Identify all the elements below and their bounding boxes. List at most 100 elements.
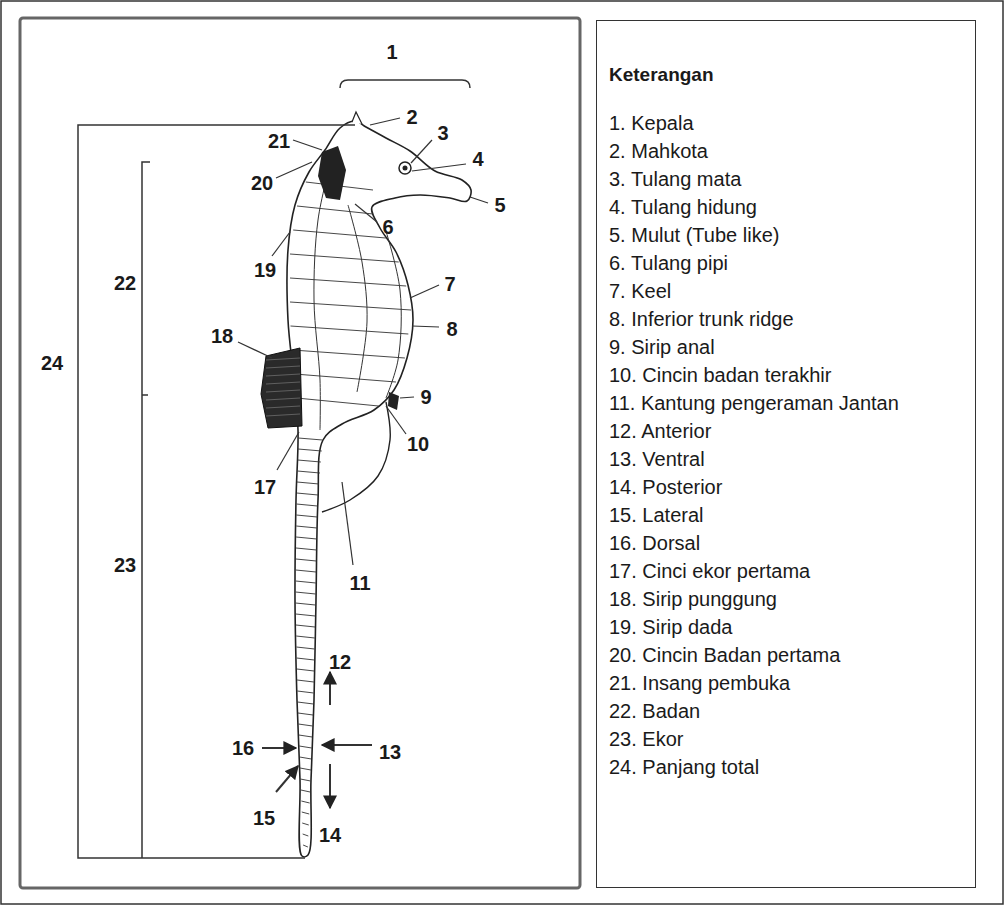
callout-number: 8	[446, 318, 457, 340]
ring-line	[296, 603, 316, 605]
legend-item: 19. Sirip dada	[609, 613, 965, 641]
ring-line	[297, 493, 318, 495]
callout-number: 18	[211, 325, 233, 347]
ring-line	[297, 669, 314, 671]
ring-line	[296, 526, 317, 528]
direction-arrow	[329, 672, 331, 705]
legend-item: 14. Posterior	[609, 473, 965, 501]
leader-line	[410, 285, 439, 298]
leader-line	[277, 432, 299, 470]
legend-panel: Keterangan 1. Kepala2. Mahkota3. Tulang m…	[596, 20, 976, 888]
ring-line	[298, 724, 312, 726]
legend-item: 5. Mulut (Tube like)	[609, 221, 965, 249]
fin-ray	[266, 406, 300, 408]
legend-heading: Keterangan	[609, 61, 965, 89]
legend-item: 8. Inferior trunk ridge	[609, 305, 965, 333]
legend-item: 6. Tulang pipi	[609, 249, 965, 277]
ring-line	[302, 812, 309, 814]
ring-line	[299, 735, 312, 737]
callout-number: 21	[268, 130, 290, 152]
legend-item: 16. Dorsal	[609, 529, 965, 557]
callout-number: 13	[379, 741, 401, 763]
callout-number: 24	[41, 352, 63, 374]
eye-pupil	[403, 166, 408, 171]
leader-line	[342, 482, 353, 565]
callout-number: 14	[319, 824, 341, 846]
leader-line	[400, 397, 414, 398]
ring-line	[293, 350, 405, 358]
legend-item: 22. Badan	[609, 697, 965, 725]
direction-arrow	[276, 766, 298, 792]
ring-line	[290, 302, 411, 310]
direction-arrow	[329, 764, 331, 808]
trunk-ridge	[385, 228, 401, 398]
callout-number: 1	[386, 41, 397, 63]
total-length-bracket	[78, 125, 355, 858]
callout-number: 19	[254, 259, 276, 281]
ring-line	[298, 460, 321, 462]
legend-item: 7. Keel	[609, 277, 965, 305]
legend-item: 13. Ventral	[609, 445, 965, 473]
ring-line	[297, 471, 320, 473]
callout-number: 22	[114, 272, 136, 294]
ring-line	[303, 845, 308, 847]
legend-item: 21. Insang pembuka	[609, 669, 965, 697]
ring-line	[300, 779, 310, 781]
callout-number: 6	[382, 216, 393, 238]
leader-line	[412, 164, 466, 171]
fin-ray	[266, 398, 300, 400]
head-bracket	[340, 80, 470, 88]
callout-number: 2	[406, 106, 417, 128]
callout-number: 11	[349, 572, 370, 594]
ring-line	[290, 278, 406, 286]
callout-number: 7	[444, 273, 455, 295]
ring-line	[298, 438, 322, 440]
ring-line	[299, 746, 312, 748]
ring-line	[298, 449, 322, 451]
leader-lines	[238, 118, 488, 808]
ring-line	[296, 614, 315, 616]
leader-line	[411, 140, 432, 163]
eye	[399, 162, 411, 174]
legend-item: 4. Tulang hidung	[609, 193, 965, 221]
trunk-ridge	[348, 205, 367, 392]
legend-item: 20. Cincin Badan pertama	[609, 641, 965, 669]
ring-line	[296, 647, 314, 649]
coronet	[352, 112, 362, 124]
legend-item: 23. Ekor	[609, 725, 965, 753]
fin-ray	[266, 358, 300, 360]
ring-line	[296, 537, 317, 539]
ring-line	[296, 559, 316, 561]
ring-line	[296, 625, 315, 627]
legend-item: 3. Tulang mata	[609, 165, 965, 193]
direction-arrow	[322, 744, 372, 746]
ring-line	[297, 691, 313, 693]
fin-ray	[266, 366, 300, 368]
ring-line	[300, 757, 312, 759]
ring-line	[297, 658, 315, 660]
fin-ray	[266, 382, 300, 384]
ring-line	[301, 790, 310, 792]
ring-line	[298, 702, 314, 704]
fin-ray	[266, 390, 300, 392]
legend-item: 1. Kepala	[609, 109, 965, 137]
legend-item: 2. Mahkota	[609, 137, 965, 165]
callout-number: 23	[114, 554, 136, 576]
anal-fin	[388, 392, 399, 410]
callout-number: 20	[251, 172, 273, 194]
ring-line	[297, 680, 314, 682]
leader-line	[293, 140, 322, 150]
ring-line	[303, 834, 309, 836]
callout-number: 5	[494, 194, 505, 216]
leader-line	[355, 204, 377, 222]
legend-item: 9. Sirip anal	[609, 333, 965, 361]
callout-number: 9	[420, 386, 431, 408]
body-tail-bracket	[142, 162, 150, 858]
fin-ray	[266, 414, 300, 416]
bracket-tick	[142, 394, 148, 396]
ring-line	[296, 515, 317, 517]
callout-number: 16	[232, 737, 254, 759]
legend-item: 15. Lateral	[609, 501, 965, 529]
ring-line	[296, 636, 315, 638]
